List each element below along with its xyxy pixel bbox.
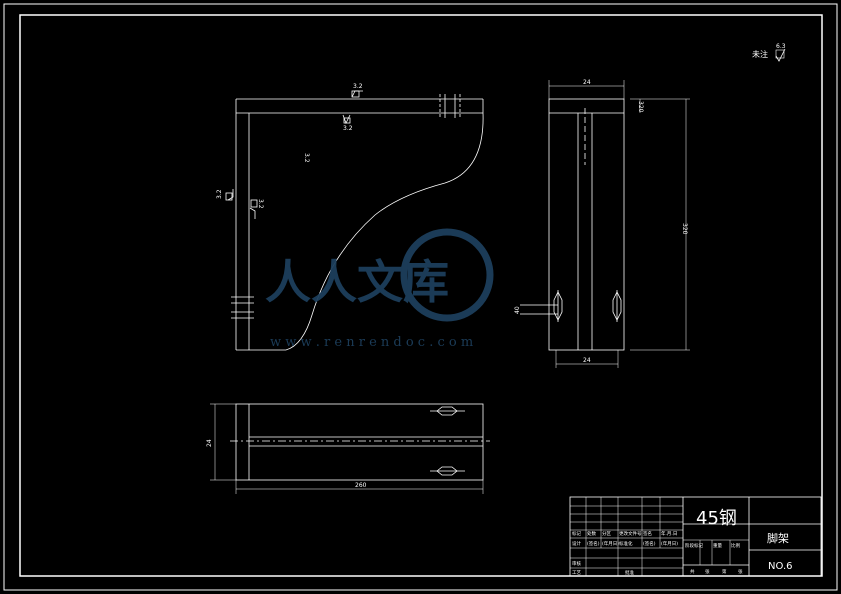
title-block (569, 496, 822, 577)
dim-bottom-width: 260 (355, 482, 367, 489)
title-block-small-labels: 标记 处数 分区 更改文件号 签名 年.月.日 设计 (签名) (年月日) 标准… (572, 530, 743, 576)
watermark-url: w w w . r e n r e n d o c . c o m (270, 335, 473, 350)
part-name: 脚架 (767, 531, 789, 545)
dim-bottom-left: 24 (206, 439, 213, 447)
front-view (225, 90, 484, 351)
dim-side-bottom: 24 (583, 357, 591, 364)
label-standard-sign: (签名) (643, 540, 656, 547)
roughness-c: 3.2 (303, 153, 310, 163)
label-change-doc: 更改文件号 (619, 530, 642, 537)
label-standard-date: (年月日) (661, 540, 678, 547)
label-sheet: 张 (738, 568, 743, 575)
label-standard: 标准化 (619, 540, 633, 547)
label-date: 年.月.日 (661, 530, 677, 537)
bottom-view (210, 403, 490, 494)
label-design: 设计 (572, 540, 581, 547)
label-weight: 重量 (713, 542, 722, 549)
label-approve: 批准 (625, 569, 634, 576)
label-mark: 标记 (572, 530, 581, 537)
outer-border (3, 3, 838, 591)
label-design-sign: (签名) (587, 540, 600, 547)
label-process: 工艺 (572, 570, 581, 576)
roughness-e: 3.2 (257, 199, 264, 209)
watermark-ring (400, 228, 494, 322)
label-design-date: (年月日) (602, 540, 619, 547)
general-roughness-note: 未注 6.3 (752, 43, 786, 62)
roughness-value: 6.3 (776, 43, 786, 50)
dim-side-right: 320 (681, 223, 688, 235)
roughness-b: 3.2 (343, 125, 353, 132)
label-stage: 阶段标记 (685, 542, 703, 549)
label-count: 处数 (587, 530, 596, 537)
inner-border (19, 14, 823, 577)
roughness-d: 3.2 (216, 189, 223, 199)
drawing-number: NO.6 (768, 561, 793, 572)
watermark: 人人文库 w w w . r e n r e n d o c . c o m (265, 228, 494, 350)
dim-side-upper: 320 (637, 101, 644, 113)
dim-side-top: 24 (583, 79, 591, 86)
label-number: 第 (722, 568, 727, 575)
label-review: 审核 (572, 560, 581, 567)
roughness-a: 3.2 (353, 83, 363, 90)
material-label: 45钢 (696, 508, 737, 529)
roughness-box (775, 49, 785, 59)
label-sign: 签名 (643, 530, 652, 537)
curved-profile (285, 112, 484, 351)
unspecified-label: 未注 (752, 49, 768, 59)
watermark-brand: 人人文库 (265, 255, 449, 309)
label-scale: 比例 (731, 542, 740, 549)
roughness-symbol (775, 48, 786, 62)
label-sheets: 张 (705, 568, 710, 575)
dim-side-hole: 40 (514, 306, 521, 314)
side-view (520, 80, 690, 368)
label-total: 共 (690, 568, 695, 575)
label-zone: 分区 (602, 530, 611, 537)
